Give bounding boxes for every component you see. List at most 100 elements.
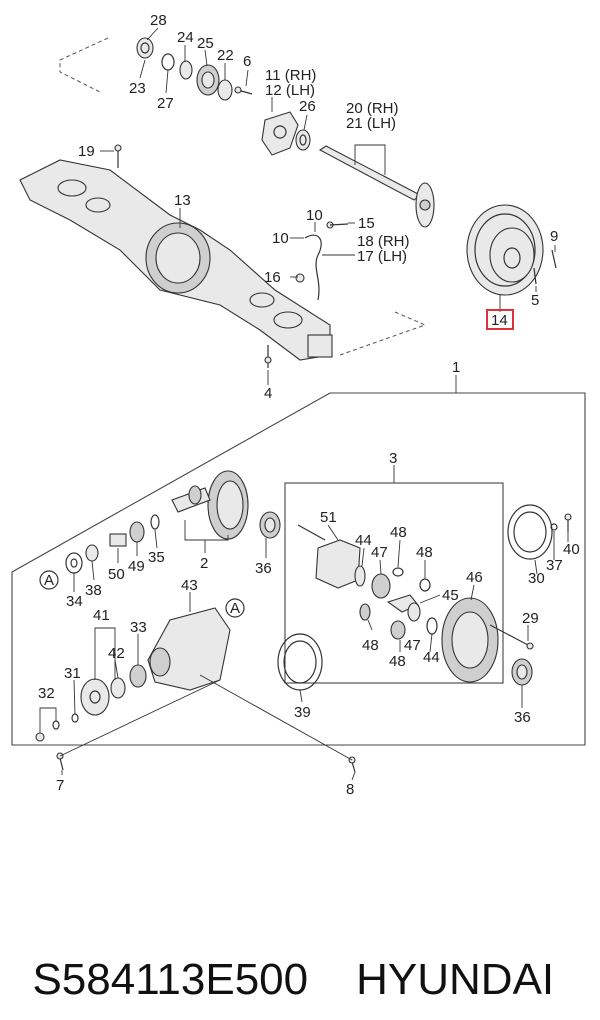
label-50: 50 xyxy=(108,566,125,583)
exploded-parts-diagram: 28 24 25 22 6 23 27 11 (RH) 12 (LH) 26 2… xyxy=(11,12,586,798)
brand-name: HYUNDAI xyxy=(356,955,555,1004)
oil-seal-38 xyxy=(85,544,99,562)
nut-31 xyxy=(71,713,79,723)
label-17-lh: 17 (LH) xyxy=(357,248,407,265)
label-45: 45 xyxy=(442,587,459,604)
label-marker-a-left: A xyxy=(44,572,54,589)
reference-marker-a-left xyxy=(39,570,59,590)
spacer-24 xyxy=(179,60,193,80)
label-48-lower-left: 48 xyxy=(362,637,379,654)
plug-32 xyxy=(35,720,60,742)
label-47-top: 47 xyxy=(371,544,388,561)
label-19: 19 xyxy=(78,143,95,160)
snap-ring-27 xyxy=(161,53,175,71)
label-35: 35 xyxy=(148,549,165,566)
label-31: 31 xyxy=(64,665,81,682)
label-36-left: 36 xyxy=(255,560,272,577)
label-6: 6 xyxy=(243,53,251,70)
label-7: 7 xyxy=(56,777,64,794)
label-29: 29 xyxy=(522,610,539,627)
oil-seal-26 xyxy=(295,129,311,151)
label-28: 28 xyxy=(150,12,167,29)
label-34: 34 xyxy=(66,593,83,610)
bearing-33 xyxy=(129,664,147,688)
label-23: 23 xyxy=(129,80,146,97)
bearing-49 xyxy=(129,521,145,543)
label-15: 15 xyxy=(358,215,375,232)
nut-4 xyxy=(264,345,272,368)
carrier-housing-43 xyxy=(147,607,231,691)
washer-37 xyxy=(550,523,558,531)
bolt-5 xyxy=(533,267,537,285)
flange-41 xyxy=(80,678,110,716)
caption: S584113E500 HYUNDAI xyxy=(0,860,600,1004)
label-41: 41 xyxy=(93,607,110,624)
spacer-50 xyxy=(109,533,127,547)
bearing-36-left xyxy=(259,511,281,539)
label-37: 37 xyxy=(546,557,563,574)
side-gear-44 xyxy=(354,565,366,587)
gasket-30 xyxy=(507,504,553,560)
label-33: 33 xyxy=(130,619,147,636)
label-38: 38 xyxy=(85,582,102,599)
label-26: 26 xyxy=(299,98,316,115)
reference-marker-a-right xyxy=(225,598,245,618)
bearing-36-right xyxy=(511,658,533,686)
leader-lines xyxy=(39,27,569,781)
label-49: 49 xyxy=(128,558,145,575)
brake-hose-assembly xyxy=(295,221,349,301)
axle-shaft-20-21 xyxy=(318,145,435,228)
part-number: S584113E500 xyxy=(32,955,309,1004)
label-18-rh: 18 (RH) xyxy=(357,233,410,250)
label-13: 13 xyxy=(174,192,191,209)
label-4: 4 xyxy=(264,385,272,402)
label-43: 43 xyxy=(181,577,198,594)
breather-19 xyxy=(114,144,122,168)
label-44-top: 44 xyxy=(355,532,372,549)
label-16: 16 xyxy=(264,269,281,286)
seal-42 xyxy=(110,677,126,699)
shim-35 xyxy=(150,514,160,530)
label-marker-a-right: A xyxy=(230,600,240,617)
label-9: 9 xyxy=(550,228,558,245)
label-30: 30 xyxy=(528,570,545,587)
seal-28 xyxy=(136,37,154,59)
washer-34 xyxy=(65,552,83,574)
bearing-retainer-22 xyxy=(217,79,233,101)
pinion-gear-47 xyxy=(371,573,391,599)
label-3: 3 xyxy=(389,450,397,467)
ring-gear-pinion-2 xyxy=(171,470,249,540)
label-24: 24 xyxy=(177,29,194,46)
diff-case-46 xyxy=(441,597,499,683)
bearing-25 xyxy=(196,64,220,96)
label-14: 14 xyxy=(491,312,508,329)
label-20-rh: 20 (RH) xyxy=(346,100,399,117)
bolt-40 xyxy=(564,513,572,532)
label-10-left: 10 xyxy=(272,230,289,247)
label-27: 27 xyxy=(157,95,174,112)
diff-case-51 xyxy=(297,524,361,589)
label-1: 1 xyxy=(452,359,460,376)
label-51: 51 xyxy=(320,509,337,526)
label-5: 5 xyxy=(531,292,539,309)
label-25: 25 xyxy=(197,35,214,52)
label-44-lower: 44 xyxy=(423,649,440,666)
label-36-right: 36 xyxy=(514,709,531,726)
label-32: 32 xyxy=(38,685,55,702)
label-21-lh: 21 (LH) xyxy=(346,115,396,132)
label-12-lh: 12 (LH) xyxy=(265,82,315,99)
label-46: 46 xyxy=(466,569,483,586)
label-48-top: 48 xyxy=(390,524,407,541)
label-10-top: 10 xyxy=(306,207,323,224)
label-42: 42 xyxy=(108,645,125,662)
backing-plate-11-12 xyxy=(261,111,299,156)
label-39: 39 xyxy=(294,704,311,721)
label-40: 40 xyxy=(563,541,580,558)
label-47-lower: 47 xyxy=(404,637,421,654)
bolt-29 xyxy=(489,624,534,650)
screw-9 xyxy=(551,249,557,269)
pinion-gear-lower xyxy=(359,602,438,640)
bolt-6 xyxy=(234,86,253,95)
highlight-box-14 xyxy=(486,309,514,330)
brake-disc-14 xyxy=(466,204,544,296)
